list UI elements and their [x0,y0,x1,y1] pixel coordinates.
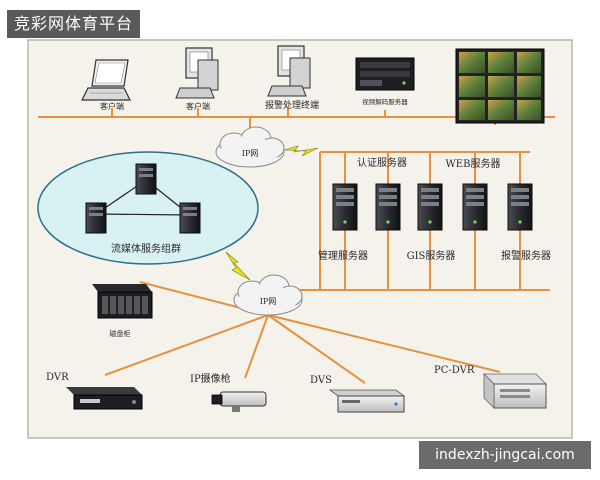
disk-array-icon [92,284,152,318]
pc-dvr-icon [484,374,546,408]
alarm-server-label: 报警服务器 [501,249,551,262]
tower-server-icon [136,164,156,194]
web-server-label: WEB服务器 [446,157,501,170]
tower-server-icon [180,203,200,233]
web-server-node [463,184,487,230]
watermark-url: indexzh-jingcai.com [419,441,591,469]
ip-camera-label: IP摄像枪 [190,372,231,385]
mgmt-server-label: 管理服务器 [318,249,368,262]
gis-server-label: GIS服务器 [407,249,456,262]
tower-server-icon [333,184,357,230]
site-title-banner: 竞彩网体育平台 [7,10,140,38]
pc-dvr-label: PC-DVR [434,365,475,376]
video-wall-node [456,49,544,123]
dvr-label: DVR [46,372,69,383]
video-wall-icon [456,49,544,123]
client-laptop-label: 客户端 [100,101,124,111]
dvr-icon [66,387,142,409]
ip-network-top-label: IP网 [242,149,259,158]
tower-server-icon [463,184,487,230]
video-decoder-label: 视频解码服务器 [362,97,408,106]
dvs-label: DVS [310,375,332,386]
streaming-cluster-node: 流媒体服务组群 [38,152,258,264]
tower-server-icon [418,184,442,230]
gis-server-node [418,184,442,230]
auth-server-node [376,184,400,230]
alarm-server-node [508,184,532,230]
tower-server-icon [376,184,400,230]
tower-server-icon [86,203,106,233]
tower-server-icon [508,184,532,230]
alarm-terminal-label: 报警处理终端 [265,99,319,111]
disk-array-label: 磁盘柜 [110,329,131,338]
streaming-cluster-label: 流媒体服务组群 [111,242,181,255]
dvs-icon [330,390,404,412]
client-desktop-label: 客户端 [186,101,210,111]
rack-server-icon [356,58,414,90]
ip-network-bottom-label: IP网 [260,297,277,306]
video-decoder-node: 视频解码服务器 [356,58,414,106]
auth-server-label: 认证服务器 [357,156,407,169]
mgmt-server-node [333,184,357,230]
